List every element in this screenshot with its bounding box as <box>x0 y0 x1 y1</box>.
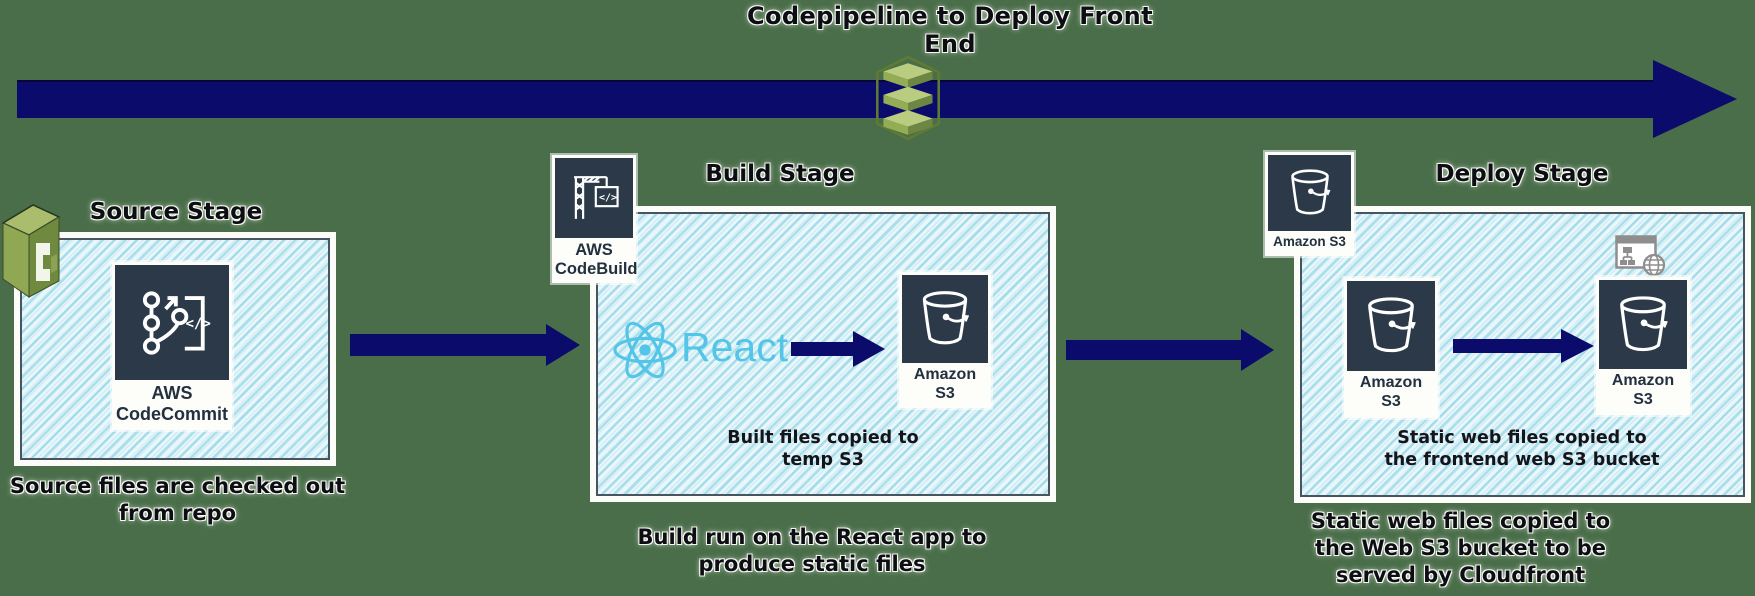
deploy-s3-source-label: Amazon S3 <box>1347 371 1435 412</box>
deploy-stage-note: Static web files copied to the frontend … <box>1372 427 1672 471</box>
build-to-deploy-arrow-head <box>1241 329 1274 371</box>
build-s3-card: Amazon S3 <box>899 272 991 408</box>
build-note-line1: Built files copied to <box>727 428 919 448</box>
codebuild-service-card: </> AWS CodeBuild <box>552 155 638 283</box>
build-caption-line1: Build run on the React app to <box>637 525 987 549</box>
codepipeline-icon <box>872 55 944 141</box>
source-stage-title: Source Stage <box>89 199 263 225</box>
build-caption-line2: produce static files <box>698 552 926 576</box>
react-logo-icon <box>611 316 679 384</box>
codecommit-icon: </> <box>115 265 229 380</box>
deploy-s3-target-card: Amazon S3 <box>1596 277 1690 415</box>
deploy-caption-line1: Static web files copied to <box>1310 509 1611 533</box>
svg-text:</>: </> <box>185 316 210 332</box>
react-to-s3-arrow-head <box>853 331 885 367</box>
deploy-s3-source-card: Amazon S3 <box>1344 278 1438 418</box>
deploy-stage-title: Deploy Stage <box>1435 161 1609 187</box>
build-s3-label: Amazon S3 <box>902 363 988 404</box>
react-wordmark: React <box>681 324 789 370</box>
deploy-caption-line2: the Web S3 bucket to be <box>1314 536 1607 560</box>
codecommit-label-line1: AWS <box>151 383 193 403</box>
codebuild-icon: </> <box>555 158 633 238</box>
source-to-build-arrow-shaft <box>350 334 546 356</box>
deploy-s3-source-label-line2: S3 <box>1381 392 1401 410</box>
deploy-s3-target-label-line1: Amazon <box>1611 372 1675 389</box>
codecommit-service-card: </> AWS CodeCommit <box>112 262 232 430</box>
source-caption-line2: from repo <box>118 501 237 525</box>
static-website-icon <box>1615 235 1667 277</box>
react-to-s3-arrow-shaft <box>791 342 853 356</box>
build-to-deploy-arrow-shaft <box>1066 340 1241 360</box>
codebuild-label: AWS CodeBuild <box>555 238 638 280</box>
deploy-stage-caption: Static web files copied to the Web S3 bu… <box>1288 508 1633 589</box>
s3-bucket-icon <box>1347 281 1435 371</box>
svg-text:</>: </> <box>599 193 617 204</box>
source-caption-line1: Source files are checked out <box>9 474 346 498</box>
s3-bucket-icon <box>1268 155 1351 231</box>
s3-to-s3-arrow-head <box>1561 329 1594 363</box>
build-stage-caption: Build run on the React app to produce st… <box>632 524 992 578</box>
build-stage-title: Build Stage <box>705 161 855 187</box>
codebuild-label-line2: CodeBuild <box>555 260 638 279</box>
deploy-caption-line3: served by Cloudfront <box>1335 563 1586 587</box>
deploy-s3-source-label-line1: Amazon <box>1359 374 1423 391</box>
deploy-corner-s3-label: Amazon S3 <box>1273 234 1346 249</box>
deploy-s3-target-label: Amazon S3 <box>1599 369 1687 410</box>
s3-to-s3-arrow-shaft <box>1453 339 1561 353</box>
source-stage-caption: Source files are checked out from repo <box>5 473 350 527</box>
deploy-note-line2: the frontend web S3 bucket <box>1384 450 1660 470</box>
pipeline-arrow-shaft <box>17 80 1653 118</box>
codecommit-label-line2: CodeCommit <box>116 404 228 425</box>
codebuild-label-line1: AWS <box>575 241 613 259</box>
codecommit-label: AWS CodeCommit <box>115 380 229 425</box>
deploy-corner-s3-card: Amazon S3 <box>1265 152 1354 256</box>
build-s3-label-line1: Amazon <box>913 366 977 383</box>
codecommit-green-icon <box>0 197 64 301</box>
deploy-note-line1: Static web files copied to <box>1397 428 1647 448</box>
build-note-line2: temp S3 <box>782 450 864 470</box>
s3-bucket-icon <box>1599 280 1687 369</box>
deploy-s3-target-label-line2: S3 <box>1633 390 1653 408</box>
build-stage-note: Built files copied to temp S3 <box>673 427 973 471</box>
pipeline-arrow-head <box>1653 60 1737 138</box>
s3-bucket-icon <box>902 275 988 363</box>
build-s3-label-line2: S3 <box>935 384 955 402</box>
source-to-build-arrow-head <box>546 324 580 366</box>
diagram-title: Codepipeline to Deploy Front End <box>747 2 1153 58</box>
